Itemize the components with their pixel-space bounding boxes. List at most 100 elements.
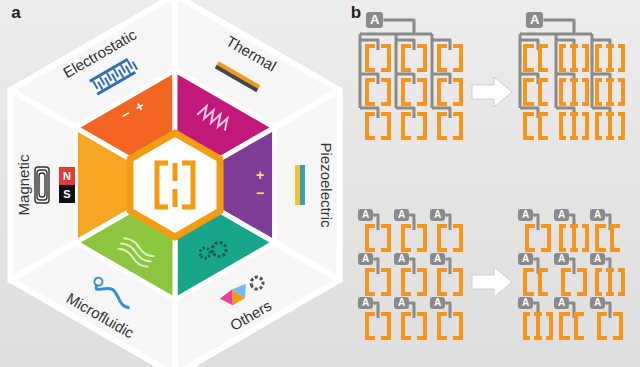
amplifier-box: A [518,253,533,265]
fluid-port [93,276,104,287]
control-wire [555,34,558,108]
amplifier-box: A [590,297,605,309]
split-ring-resonator [597,80,623,104]
node-text: A [434,253,441,265]
gear [249,275,265,291]
split-ring-resonator [403,226,425,250]
amplifier-box: A [554,297,569,309]
sector-icon [295,165,305,205]
split-ring-resonator [439,46,461,70]
charge-sign: − [256,186,264,201]
category-label: Others [227,297,274,334]
amplifier-box: A [590,253,605,265]
split-ring-resonator [439,226,461,250]
node-text: A [362,253,369,265]
node-text: A [370,12,379,28]
amplifier-box: A [394,253,409,265]
node-text: A [558,253,565,265]
coil-turn [39,173,45,197]
control-wire [431,34,434,108]
split-ring-resonator [597,270,623,294]
split-ring-resonator [561,114,587,138]
amplifier-box: A [518,209,533,221]
split-ring-resonator [597,46,623,70]
split-ring-resonator [439,270,461,294]
node-text: A [434,209,441,221]
pole-label: N [63,170,71,182]
heater-zigzag [197,104,231,130]
split-ring-resonator [439,314,461,338]
category-label: Piezoelectric [318,142,335,227]
ring-bracket [157,163,193,207]
amplifier-box: A [430,209,445,221]
amplifier-box: A [358,253,373,265]
node-text: A [362,209,369,221]
split-ring-resonator [525,270,548,294]
split-ring-resonator [367,270,389,294]
split-ring-resonator [525,80,548,104]
split-ring-resonator [527,226,549,250]
resonator-arrays [360,20,623,338]
control-wire [591,34,594,108]
control-wire [383,20,414,34]
split-ring-resonator [599,314,621,338]
panel-label: a [11,4,20,23]
bimorph-bottom [215,65,259,92]
amplifier-box: A [358,297,373,309]
node-text: A [362,297,369,309]
split-ring-resonator [525,46,548,70]
node-text: A [398,209,405,221]
split-ring-resonator [597,226,620,250]
control-wire [543,20,574,34]
amplifier-box: A [366,12,383,28]
comb-finger [113,69,119,78]
gear [210,240,229,259]
amplifier-box: A [526,12,543,28]
node-text: A [522,297,529,309]
coil-turn [35,167,49,203]
split-ring-resonator [367,226,389,250]
node-text: A [398,297,405,309]
amplifier-box: A [430,253,445,265]
split-ring-resonator [561,226,587,250]
split-ring-resonator [525,314,551,338]
charge-sign: + [133,98,148,115]
control-wire [395,34,398,108]
amplifier-box: A [430,297,445,309]
comb-finger [106,73,112,82]
split-ring-resonator [403,46,425,70]
transition-arrow [472,267,512,297]
split-ring-resonator [367,114,389,138]
category-label: Microfluidic [63,290,136,342]
node-text: A [594,297,601,309]
sector-icon [215,61,261,92]
magnet-south [59,185,75,203]
split-ring-resonator [597,114,623,138]
amplifier-box: A [554,209,569,221]
origami [232,282,252,302]
node-text: A [530,12,539,28]
transition-arrow [472,77,512,107]
control-wire [359,34,362,108]
split-ring-resonator [439,114,461,138]
center-hexagon [130,133,220,237]
magnet-north [59,167,75,185]
node-text: A [522,209,529,221]
split-ring-resonator [561,46,587,70]
amplifier-box: A [554,253,569,265]
node-text: A [558,209,565,221]
sector-icon [116,236,156,269]
amplifier-box: A [518,297,533,309]
amplifier-box: A [590,209,605,221]
node-text: A [558,297,565,309]
split-ring-resonator [403,270,425,294]
control-wire [519,34,522,108]
comb-finger [92,81,98,90]
split-ring-symbol [157,163,193,207]
charge-sign: − [119,106,134,123]
comb-finger [132,61,138,70]
origami [219,290,239,310]
split-ring-resonator [525,114,548,138]
node-text: A [594,209,601,221]
